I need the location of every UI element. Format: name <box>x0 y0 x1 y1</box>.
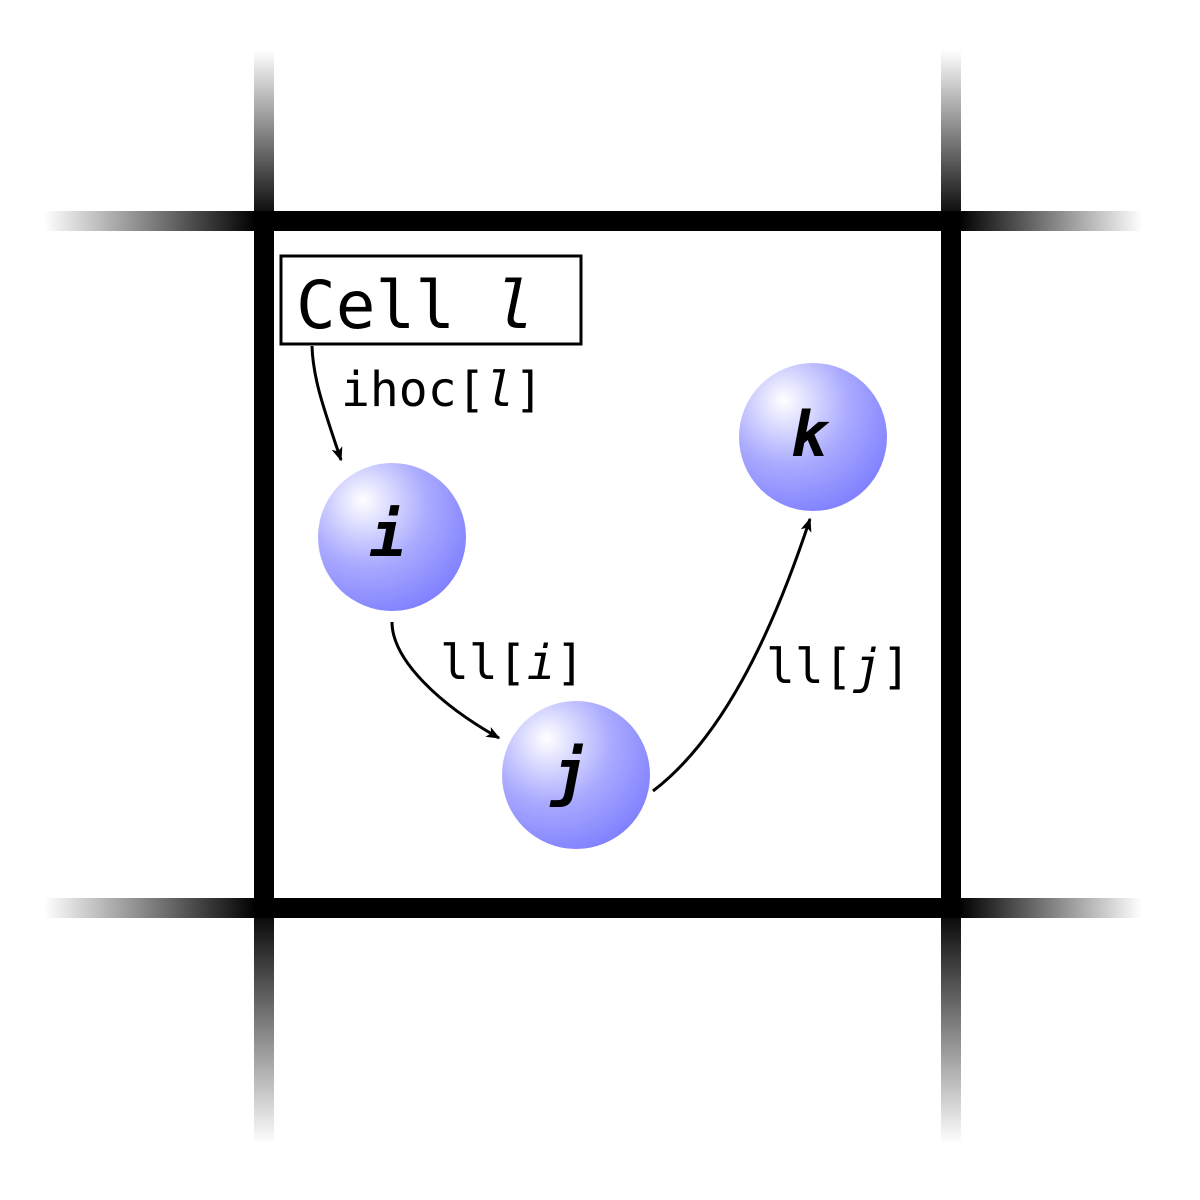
grid-line-vertical-right-fade-bottom <box>941 908 961 1144</box>
link-label-head: ihoc[l] <box>341 362 543 418</box>
particle-k-sphere <box>739 363 887 511</box>
particle-j-label: j <box>549 736 588 809</box>
link-arrows <box>310 345 812 793</box>
cell-label-text: Cell l <box>296 267 534 344</box>
grid-line-vertical-right-fade-top <box>941 50 961 222</box>
cell-label-var: l <box>495 267 535 344</box>
particle-j-sphere <box>502 701 650 849</box>
particle-j: j <box>502 701 650 849</box>
link-label-ll-i: ll[i] <box>440 635 585 691</box>
cell-label-prefix: Cell <box>296 267 495 344</box>
grid-line-vertical-right <box>941 220 961 910</box>
grid-line-vertical-left-fade-bottom <box>254 908 274 1144</box>
grid-line-vertical-left-fade-top <box>254 50 274 222</box>
grid-line-horizontal-bottom-fade-right <box>959 898 1142 918</box>
link-label-ll-j: ll[j] <box>766 639 911 695</box>
link-labels: ihoc[l] ll[i] ll[j] <box>341 362 911 695</box>
grid-line-horizontal-top-fade-left <box>44 211 256 231</box>
particle-i-sphere <box>318 463 466 611</box>
grid-line-vertical-left <box>254 220 274 910</box>
particle-k-label: k <box>790 398 830 471</box>
particle-k: k <box>739 363 887 511</box>
arrow-ll-j <box>652 517 812 793</box>
particle-i: i <box>318 463 466 611</box>
cell-grid <box>44 50 1142 1144</box>
grid-line-horizontal-top-fade-right <box>959 211 1142 231</box>
particle-i-label: i <box>369 498 406 571</box>
grid-line-horizontal-bottom-fade-left <box>44 898 256 918</box>
cell-label-box <box>279 254 583 346</box>
grid-line-horizontal-bottom <box>254 898 961 918</box>
grid-line-horizontal-top <box>254 211 961 231</box>
cell-label: Cell l <box>279 254 583 346</box>
particles: i j k <box>318 363 887 849</box>
arrow-ll-i <box>390 621 501 740</box>
arrow-head-pointer <box>310 345 343 462</box>
